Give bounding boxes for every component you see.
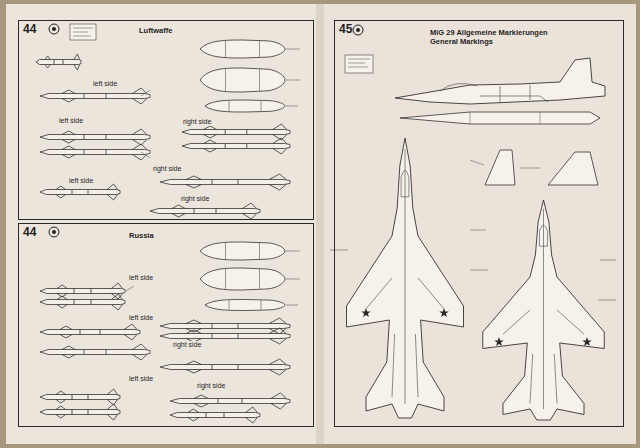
missile [160, 174, 290, 190]
side-label: right side [152, 165, 182, 173]
missile [36, 54, 81, 70]
aircraft-bottom-view [483, 200, 605, 420]
side-label: left side [68, 177, 94, 185]
side-label: right side [180, 195, 210, 203]
fin-detail-inset [470, 150, 598, 185]
decal-icon [353, 25, 363, 35]
fuel-tank [205, 300, 285, 311]
fuel-tank [205, 100, 285, 112]
side-label: left side [58, 117, 84, 125]
fuel-tank [200, 242, 285, 260]
leader-line [330, 230, 616, 300]
missile [170, 393, 290, 409]
missile [170, 407, 260, 423]
missile [40, 389, 120, 405]
missile [40, 184, 120, 200]
side-label: right side [182, 118, 212, 126]
missile [182, 124, 290, 140]
step-panel: 45 MiG 29 Allgemeine MarkierungenGeneral … [334, 20, 624, 427]
missile [40, 344, 150, 360]
missile [160, 318, 290, 334]
side-label: left side [92, 80, 118, 88]
missile [40, 144, 150, 160]
side-label: right side [172, 341, 202, 349]
aircraft-top-view [347, 138, 464, 418]
fuel-tank [200, 268, 285, 290]
left-page [6, 4, 320, 444]
side-label: left side [128, 314, 154, 322]
side-label: left side [128, 375, 154, 383]
decal-icon [49, 227, 59, 237]
leader-line [126, 251, 300, 305]
panel-heading: General Markings [430, 38, 493, 47]
missile [150, 203, 260, 219]
aircraft-side-view [395, 58, 605, 124]
missile [40, 324, 140, 340]
fuel-tank [200, 68, 285, 92]
decal-sheet-thumbnail [70, 24, 96, 40]
missile [182, 138, 290, 154]
step-number: 44 [23, 226, 36, 240]
panel-heading: MiG 29 Allgemeine Markierungen [430, 29, 548, 38]
decal-icon [49, 24, 59, 34]
side-label: left side [128, 274, 154, 282]
step-number: 45 [339, 23, 352, 37]
step-panel: 44 Russia [18, 223, 314, 427]
missile [40, 283, 125, 299]
missile [40, 88, 150, 104]
missile [40, 129, 150, 145]
side-label: right side [196, 382, 226, 390]
leader-line [141, 49, 300, 158]
star-insignia [361, 308, 371, 317]
step-number: 44 [23, 23, 36, 37]
panel-heading: Luftwaffe [139, 27, 172, 36]
decal-sheet-thumbnail [345, 55, 373, 73]
fuel-tank [200, 40, 285, 58]
star-insignia [439, 308, 449, 317]
missile [160, 359, 290, 375]
page-fold [316, 4, 324, 444]
star-insignia [582, 337, 592, 346]
panel-heading: Russia [129, 232, 154, 241]
missile [40, 404, 120, 420]
missile [40, 294, 125, 310]
right-page [320, 4, 636, 444]
star-insignia [494, 337, 504, 346]
